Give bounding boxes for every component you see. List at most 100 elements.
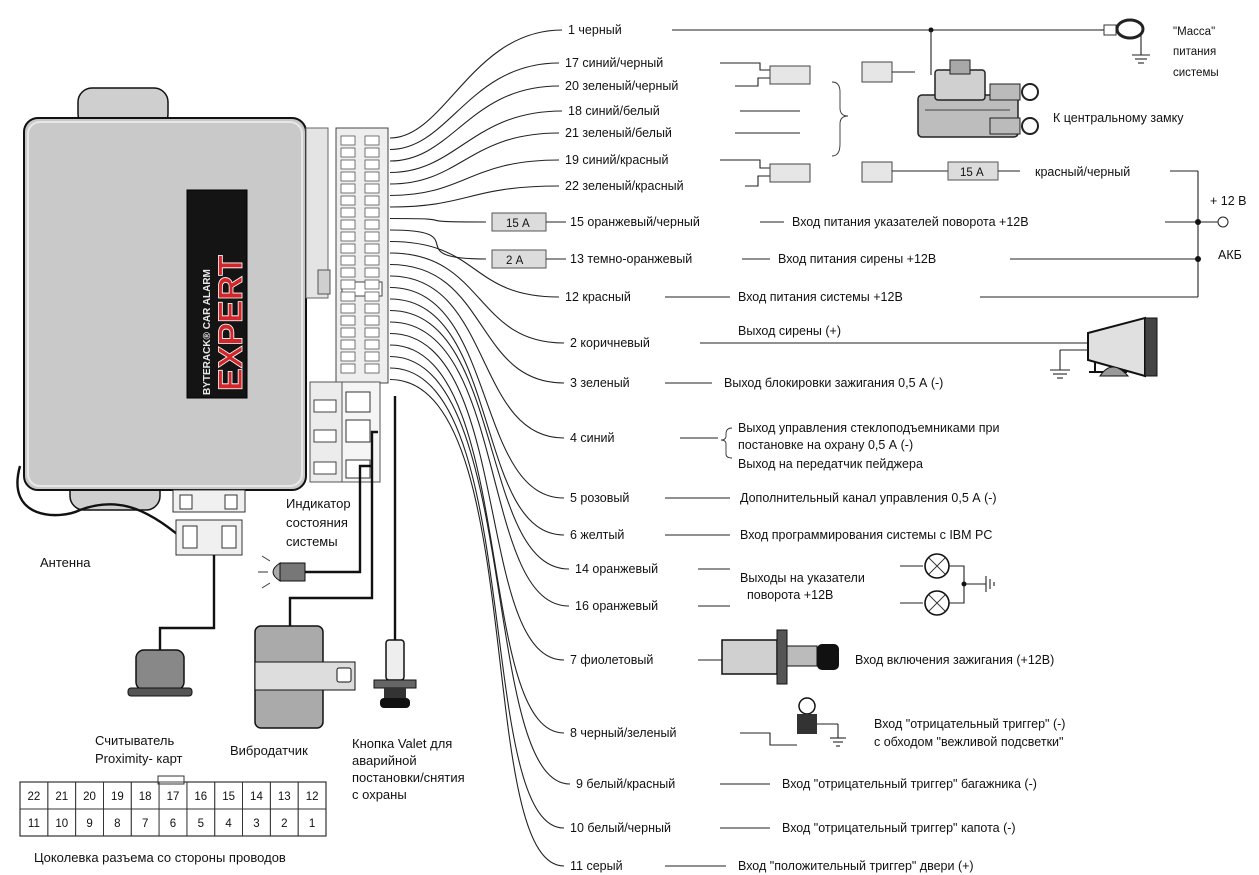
wire-desc-w3: Выход блокировки зажигания 0,5 А (-) xyxy=(724,376,943,390)
brand-subtitle: BYTERACK® CAR ALARM xyxy=(202,269,213,395)
harness-wire xyxy=(389,309,570,570)
wire-label-w20: 20 зеленый/черный xyxy=(565,79,678,93)
connector-pin xyxy=(364,267,380,278)
wire-label-w2: 2 коричневый xyxy=(570,336,650,350)
pinout-cell xyxy=(297,808,327,837)
wire-label-w16: 16 оранжевый xyxy=(575,599,658,613)
connector-pin xyxy=(364,183,380,194)
connector-pin xyxy=(364,351,380,362)
connector-pin xyxy=(340,231,356,242)
connector-pin xyxy=(364,159,380,170)
valet-button-icon xyxy=(373,396,417,708)
connector-pin xyxy=(340,315,356,326)
wire-desc-w7: Вход включения зажигания (+12В) xyxy=(855,653,1054,667)
reader-label-2: Proximity- карт xyxy=(95,751,183,766)
wire-label-w5: 5 розовый xyxy=(570,491,629,505)
pinout-number: 16 xyxy=(194,791,207,803)
wire-desc-w5: Дополнительный канал управления 0,5 А (-… xyxy=(740,491,997,505)
wire-desc-w4-1: постановке на охрану 0,5 А (-) xyxy=(738,438,913,452)
massa-label-2: питания xyxy=(1173,46,1216,58)
harness-wire xyxy=(389,344,565,734)
wire-label-w12: 12 красный xyxy=(565,290,631,304)
connector-pin xyxy=(364,207,380,218)
akb-label: АКБ xyxy=(1218,248,1242,262)
status-led-icon xyxy=(258,464,372,589)
wire-desc-w4-0: Выход управления стеклоподъемниками при xyxy=(738,421,999,435)
ignition-switch-icon xyxy=(721,629,839,685)
connector-pin xyxy=(364,327,380,338)
harness-wire xyxy=(389,132,560,185)
pinout-number: 14 xyxy=(250,791,263,803)
wire-desc-w2: Выход сирены (+) xyxy=(738,324,841,338)
pinout-number: 11 xyxy=(28,818,40,830)
unit-connector-block xyxy=(305,127,389,483)
proximity-reader-icon xyxy=(127,649,193,697)
connector-pin xyxy=(364,147,380,158)
connector-pin xyxy=(340,267,356,278)
pinout-number: 22 xyxy=(28,791,41,803)
turn-lamps xyxy=(900,553,995,616)
wire-label-w11: 11 серый xyxy=(570,859,623,873)
plus12-label: + 12 В xyxy=(1210,194,1247,208)
wire-desc-w8-0: Вход "отрицательный триггер" (-) xyxy=(874,717,1065,731)
massa-label-3: системы xyxy=(1173,67,1219,79)
central-lock-actuator xyxy=(917,59,1039,138)
brand-plate xyxy=(186,189,248,399)
valet-label-4: с охраны xyxy=(352,787,407,802)
pinout-number: 8 xyxy=(114,818,120,830)
harness-wire xyxy=(389,252,565,344)
valet-label-3: постановки/снятия xyxy=(352,770,465,785)
wire-label-w1: 1 черный xyxy=(568,23,622,37)
wire-label-w7: 7 фиолетовый xyxy=(570,653,653,667)
harness-wire xyxy=(389,159,560,197)
wire-label-w4: 4 синий xyxy=(570,431,615,445)
connector-pin xyxy=(340,135,356,146)
indicator-label-2: состояния xyxy=(286,515,348,530)
connector-pin xyxy=(364,315,380,326)
wire-label-w10: 10 белый/черный xyxy=(570,821,671,835)
lock-wire-label: красный/черный xyxy=(1035,165,1130,179)
door-switch-icon xyxy=(740,697,846,747)
wire-label-w13: 13 темно-оранжевый xyxy=(570,252,692,266)
pinout-number: 12 xyxy=(306,791,319,803)
wire-label-w8: 8 черный/зеленый xyxy=(570,726,676,740)
fuse-label-w15: 15 А xyxy=(506,218,530,230)
harness-wire xyxy=(389,29,563,139)
connector-pin xyxy=(364,231,380,242)
wire-label-w6: 6 желтый xyxy=(570,528,624,542)
pinout-number: 2 xyxy=(281,818,287,830)
fuse-label-w13: 2 А xyxy=(506,255,524,267)
pinout-number: 19 xyxy=(111,791,124,803)
wire-label-w22: 22 зеленый/красный xyxy=(565,179,684,193)
connector-pin xyxy=(340,279,356,290)
pinout-number: 15 xyxy=(222,791,235,803)
valet-label-1: Кнопка Valet для xyxy=(352,736,452,751)
connector-pin xyxy=(340,183,356,194)
wire-desc-w11: Вход "положительный триггер" двери (+) xyxy=(738,859,974,873)
harness-wire xyxy=(389,229,487,260)
connector-pin xyxy=(364,255,380,266)
harness-wire xyxy=(389,240,560,298)
connector-pin xyxy=(340,159,356,170)
pinout-number: 20 xyxy=(83,791,96,803)
harness-wire xyxy=(389,298,565,536)
wire-label-w19: 19 синий/красный xyxy=(565,153,668,167)
connector-pin xyxy=(340,351,356,362)
reader-label-1: Считыватель xyxy=(95,733,174,748)
wire-label-w21: 21 зеленый/белый xyxy=(565,126,672,140)
reader-connector xyxy=(158,489,246,650)
connector-pin xyxy=(340,171,356,182)
lock-fuse-label: 15 А xyxy=(960,167,984,179)
connector-pin xyxy=(340,339,356,350)
ground-terminal xyxy=(672,18,1150,75)
wire-desc-w13: Вход питания сирены +12В xyxy=(778,252,936,266)
pinout-number: 9 xyxy=(86,818,92,830)
connector-pin xyxy=(340,363,356,374)
wire-desc-w4-2: Выход на передатчик пейджера xyxy=(738,457,923,471)
vibro-label: Вибродатчик xyxy=(230,743,308,758)
connector-pin xyxy=(340,291,356,302)
turn-outputs-label-2: поворота +12В xyxy=(747,588,833,602)
lock-connectors xyxy=(720,61,915,187)
connector-pin xyxy=(364,135,380,146)
